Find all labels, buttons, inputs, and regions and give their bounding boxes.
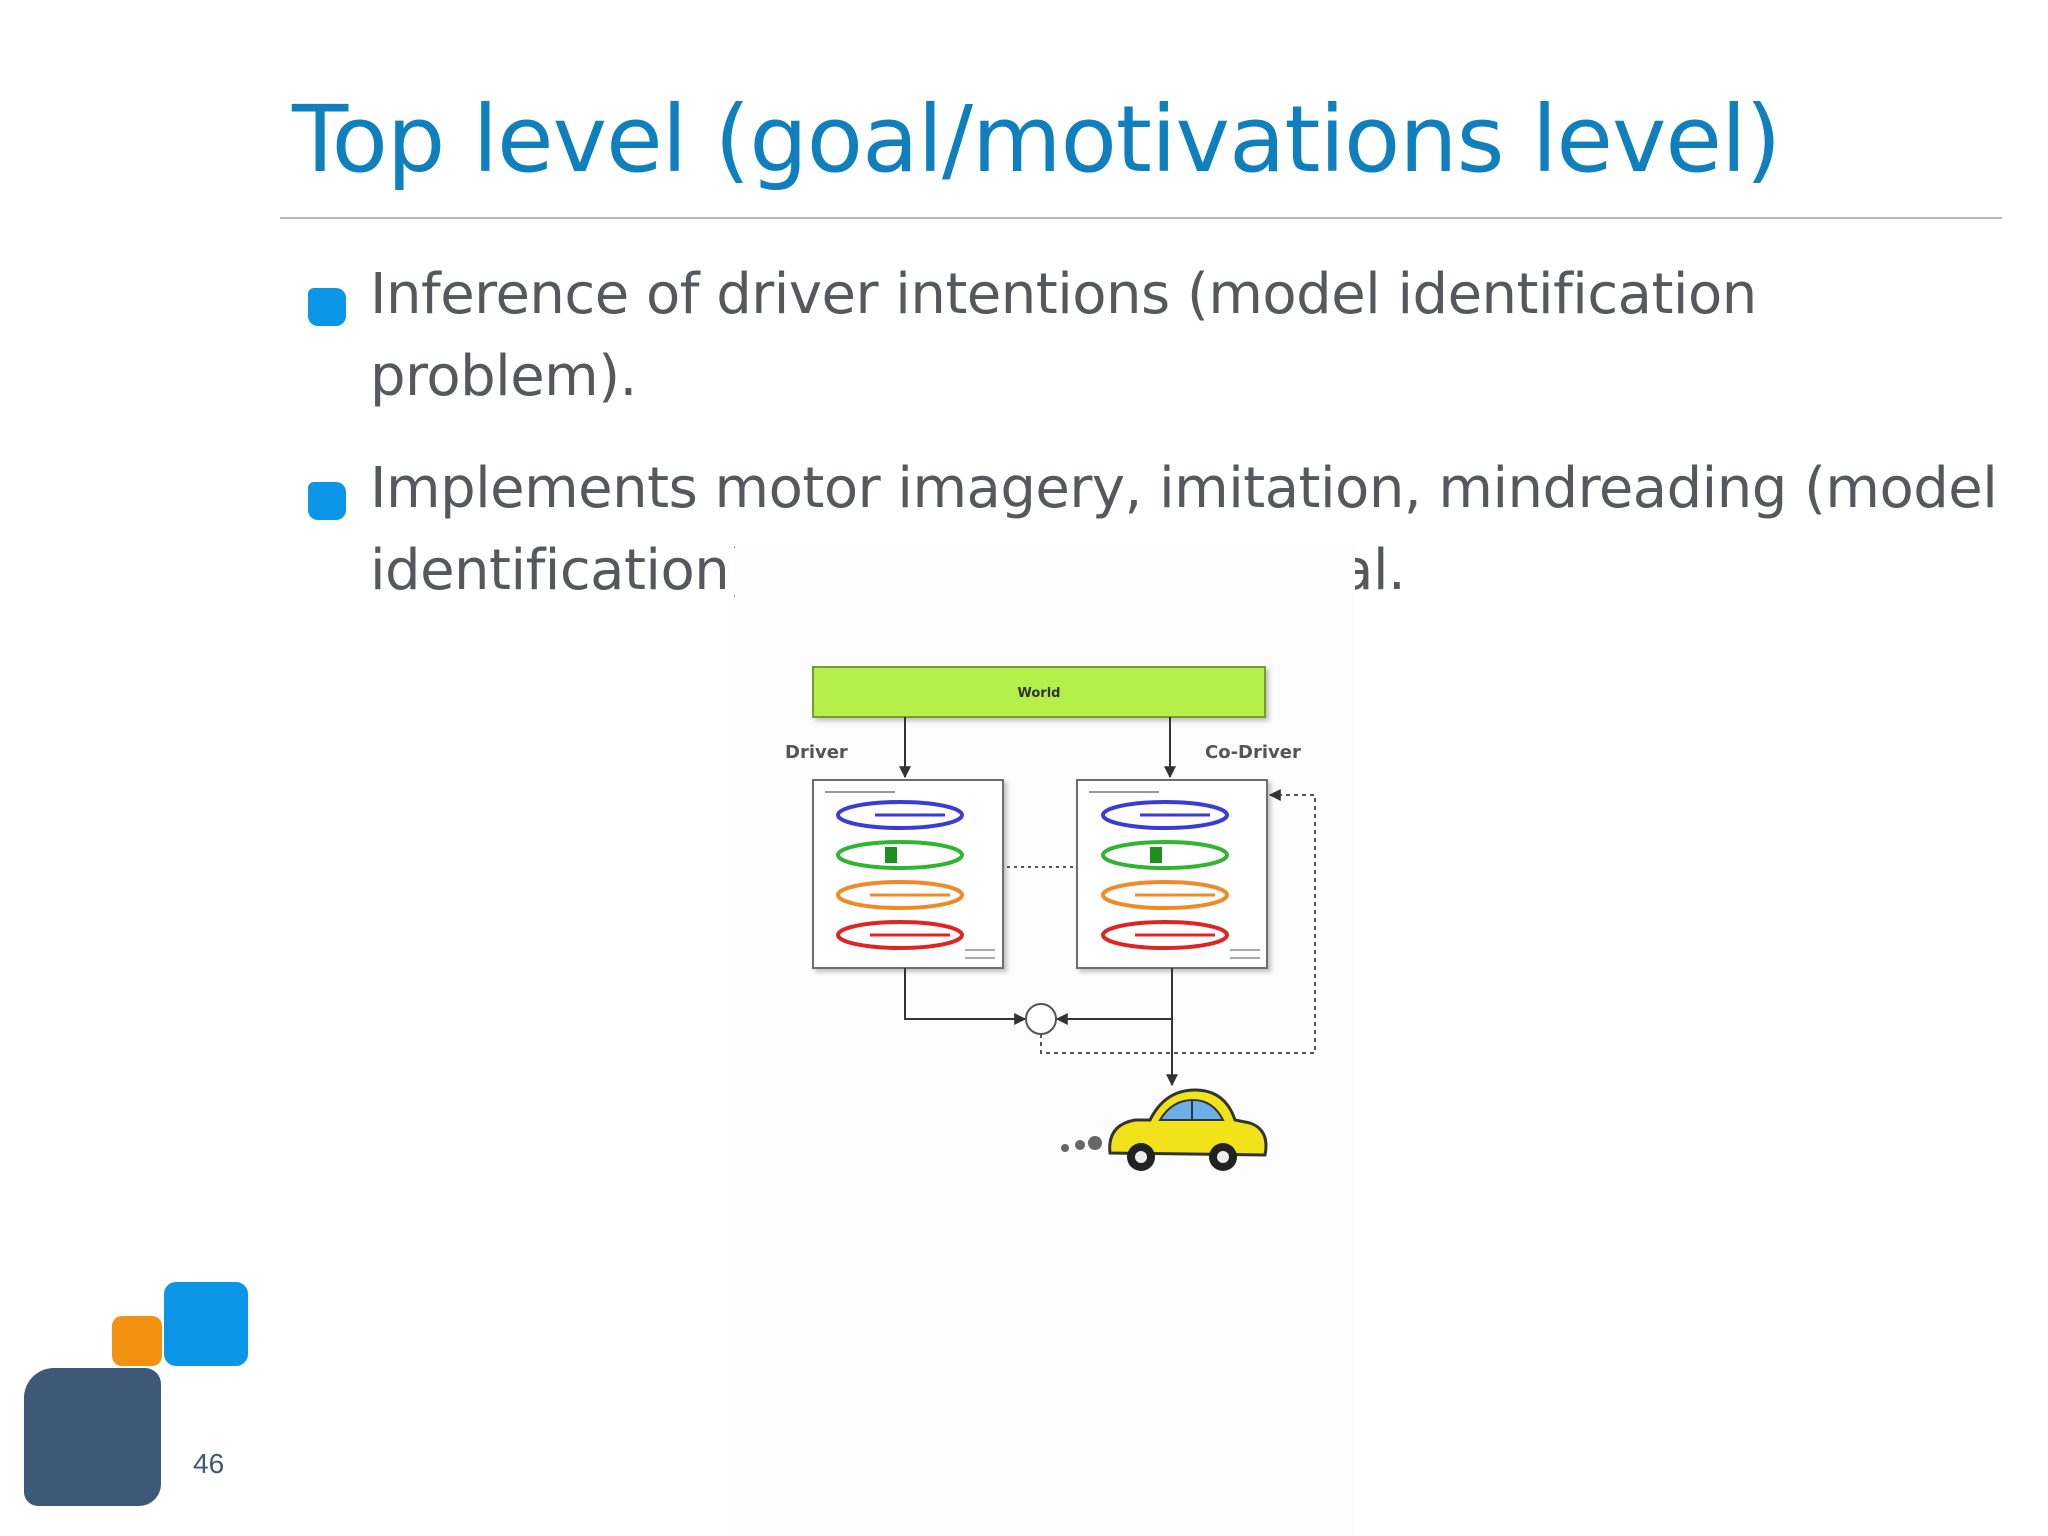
- title-divider: [280, 217, 2002, 219]
- codriver-loop-orange: [1101, 880, 1229, 910]
- world-box: [812, 666, 1266, 718]
- bullet-text: Inference of driver intentions (model id…: [370, 262, 1757, 409]
- driver-label: Driver: [785, 742, 848, 763]
- car-icon: [1061, 1088, 1268, 1171]
- world-label: World: [1018, 686, 1061, 701]
- driver-loop-green: [836, 840, 964, 870]
- bullet-marker-icon: [308, 288, 346, 326]
- slide-title: Top level (goal/motivations level): [292, 86, 1781, 193]
- bullet-item: Inference of driver intentions (model id…: [300, 254, 2000, 418]
- codriver-output-line: [1055, 968, 1173, 1025]
- summing-node: [1025, 1003, 1057, 1035]
- codriver-loop-green: [1101, 840, 1229, 870]
- decorative-slate-square: [24, 1368, 161, 1506]
- driver-loop-orange: [836, 880, 964, 910]
- codriver-model-box: [1076, 779, 1268, 969]
- page-number: 46: [193, 1448, 225, 1479]
- driver-model-box: [812, 779, 1004, 969]
- codriver-loop-blue: [1101, 800, 1229, 830]
- codriver-label: Co-Driver: [1205, 742, 1301, 763]
- driver-output-line: [904, 968, 1027, 1025]
- codriver-loop-red: [1101, 920, 1229, 950]
- driver-loop-red: [836, 920, 964, 950]
- bullet-marker-icon: [308, 482, 346, 520]
- decorative-orange-square: [112, 1316, 162, 1366]
- decorative-blue-square: [164, 1282, 248, 1366]
- architecture-diagram: World Driver Co-Driver: [735, 545, 1355, 1536]
- driver-loop-blue: [836, 800, 964, 830]
